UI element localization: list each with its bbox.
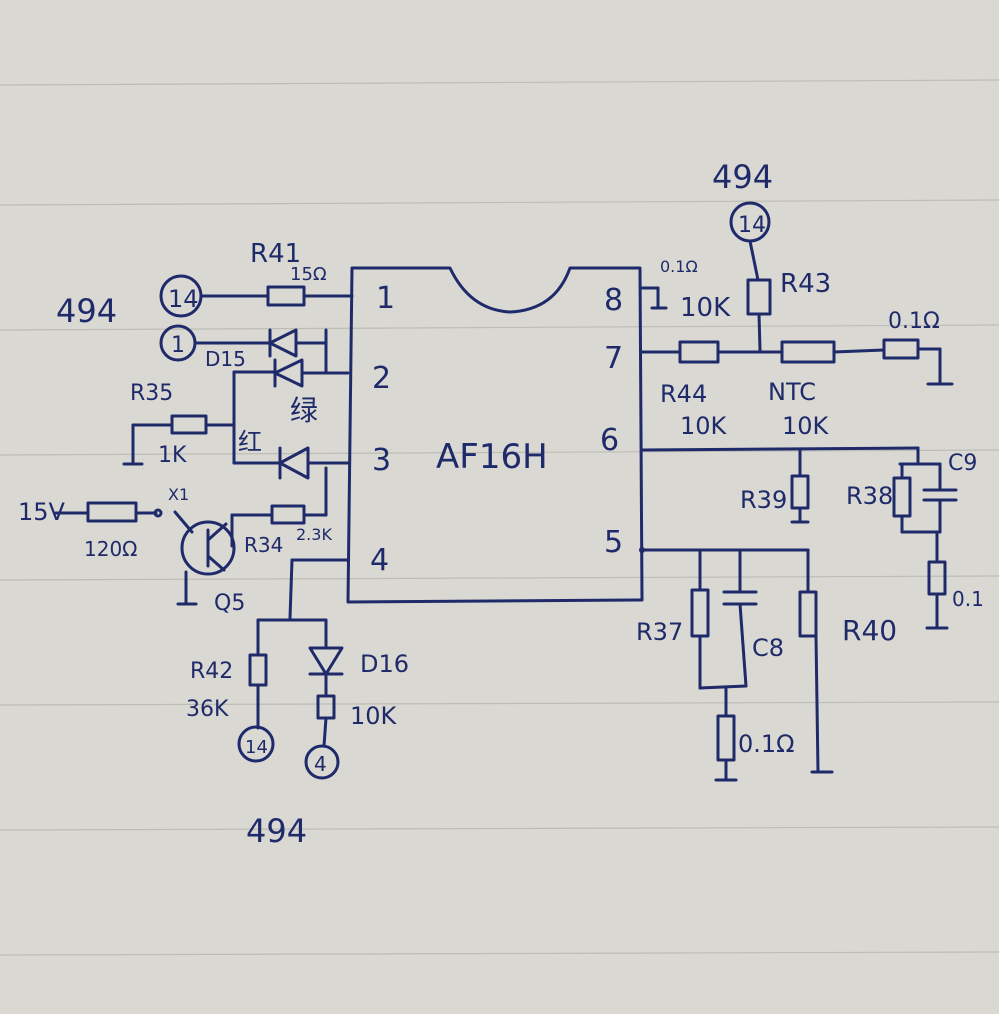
node-1-label: 1	[171, 333, 185, 358]
r120-label: 120Ω	[84, 537, 137, 561]
bottom-res-label: 0.1Ω	[738, 730, 795, 758]
node-14-bottom-label: 14	[245, 737, 268, 758]
ntc-value: 10K	[782, 412, 830, 440]
ref-494-bottom: 494	[246, 812, 307, 850]
node-4-bottom-label: 4	[314, 752, 327, 776]
pin8-res-label: 0.1Ω	[660, 257, 698, 276]
q5-label: Q5	[214, 591, 245, 616]
r42-label: R42	[190, 659, 233, 684]
r41-value: 15Ω	[290, 264, 327, 285]
d15-label: D15	[205, 347, 246, 371]
r41-label: R41	[250, 239, 301, 269]
x1-label: X1	[168, 485, 189, 504]
d16-label: D16	[360, 650, 409, 678]
r43-label: R43	[780, 269, 831, 299]
ic-pin-3: 3	[372, 443, 391, 478]
r35-value: 1K	[158, 443, 187, 468]
ic-label: AF16H	[436, 437, 548, 477]
r35-label: R35	[130, 381, 173, 406]
node-14-bottom	[237, 725, 275, 763]
r40-resistor	[798, 590, 818, 638]
node-4-bottom	[304, 744, 340, 780]
ic-pin-7: 7	[604, 341, 623, 376]
r38-bottom-label: 0.1	[952, 587, 984, 611]
r34-label: R34	[244, 533, 283, 557]
r42-value: 36K	[186, 697, 229, 722]
d16-value: 10K	[350, 702, 398, 730]
node-14-label: 14	[168, 285, 199, 313]
ref-494-left: 494	[56, 292, 117, 330]
ic-pin-2: 2	[372, 361, 391, 396]
ic-pin-8: 8	[604, 283, 623, 318]
r38-label: R38	[846, 482, 893, 510]
r34-value: 2.3K	[296, 525, 332, 544]
r44-label: R44	[660, 380, 707, 408]
node-14-right-label: 14	[738, 213, 766, 238]
ic-pin-5: 5	[604, 525, 623, 560]
ntc-label: NTC	[768, 378, 816, 406]
end-res-label: 0.1Ω	[888, 309, 940, 334]
ic-pin-4: 4	[370, 543, 389, 578]
ic-pin-1: 1	[376, 281, 395, 316]
ic-body-outline	[346, 266, 644, 604]
green-led-label: 绿	[290, 394, 318, 427]
c8-label: C8	[752, 634, 784, 662]
q5-transistor	[180, 520, 236, 576]
r44-value: 10K	[680, 412, 728, 440]
red-led-label: 红	[238, 428, 262, 456]
r39-label: R39	[740, 486, 787, 514]
c9-label: C9	[948, 451, 977, 476]
r40-label: R40	[842, 614, 897, 647]
r43-value: 10K	[680, 293, 731, 323]
ic-pin-6: 6	[600, 423, 619, 458]
r37-label: R37	[636, 618, 683, 646]
ref-494-right: 494	[712, 158, 773, 196]
